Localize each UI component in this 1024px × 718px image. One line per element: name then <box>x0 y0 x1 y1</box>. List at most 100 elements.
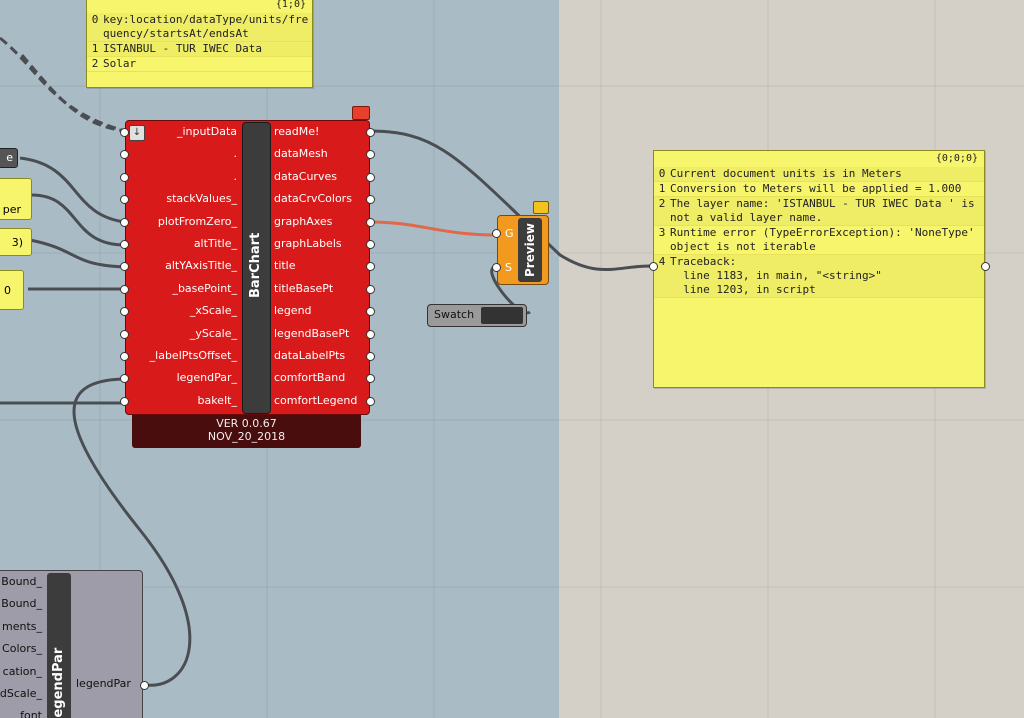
partial-label: per <box>2 203 21 216</box>
row-text: Traceback: line 1183, in main, "<string>… <box>670 255 882 296</box>
input-grip[interactable] <box>120 240 129 249</box>
output-grip[interactable] <box>366 172 375 182</box>
legendpar-input-label: dScale_ <box>0 687 42 700</box>
partial-component-per[interactable]: per <box>0 178 32 220</box>
input-grip[interactable] <box>120 352 129 361</box>
barchart-output-label: comfortBand <box>274 371 346 385</box>
row-text: ISTANBUL - TUR IWEC Data <box>103 42 262 55</box>
legendpar-input-label: cation_ <box>2 664 42 678</box>
barchart-output-label: legend <box>274 304 312 318</box>
legendpar-title: legendPar <box>51 647 66 718</box>
preview-flag-icon[interactable] <box>533 201 549 214</box>
row-index: 2 <box>658 197 666 210</box>
output-grip[interactable] <box>366 352 375 361</box>
output-grip[interactable] <box>140 681 149 690</box>
partial-component-e[interactable]: e <box>0 148 18 168</box>
input-grip[interactable] <box>120 329 129 339</box>
output-grip[interactable] <box>366 240 375 249</box>
legendpar-input-label: ments_ <box>2 619 42 633</box>
input-grip[interactable] <box>120 217 129 227</box>
legendpar-title-bar <box>47 573 71 718</box>
input-grip[interactable] <box>120 284 129 294</box>
barchart-output-label: titleBasePt <box>274 281 334 295</box>
wire-graphaxes <box>369 220 498 237</box>
barchart-input-label: _labelPtsOffset_ <box>149 349 237 362</box>
partial-component-paren[interactable]: 3) <box>0 228 32 256</box>
legendpar-input-label: Bound_ <box>1 575 42 588</box>
output-grip[interactable] <box>366 374 375 384</box>
list-item: 0 Current document units is in Meters <box>654 167 984 182</box>
input-grip[interactable] <box>492 263 501 272</box>
output-grip[interactable] <box>366 284 375 294</box>
input-grip[interactable] <box>120 262 129 272</box>
row-index: 1 <box>91 42 99 55</box>
output-grip[interactable] <box>366 150 375 160</box>
output-grip[interactable] <box>366 396 375 406</box>
barchart-input-label: _inputData <box>176 125 237 138</box>
barchart-input-label: plotFromZero_ <box>157 214 237 228</box>
input-grip[interactable] <box>492 229 501 238</box>
barchart-input-label: _yScale_ <box>189 326 237 340</box>
barchart-input-label: altYAxisTitle_ <box>165 259 237 273</box>
barchart-output-label: dataMesh <box>274 147 328 161</box>
row-index: 1 <box>658 182 666 195</box>
warning-icon[interactable] <box>352 106 370 120</box>
legendpar-input-label: Colors_ <box>2 642 42 656</box>
barchart-input-label: _xScale_ <box>189 304 237 318</box>
row-index: 3 <box>658 226 666 239</box>
input-grip[interactable] <box>120 150 129 160</box>
row-index: 2 <box>91 57 99 70</box>
legendpar-input-label: Bound_ <box>1 597 42 611</box>
input-grip[interactable] <box>120 172 129 182</box>
output-panel[interactable]: {0;0;0} 0 Current document units is in M… <box>649 150 990 388</box>
panel-output-grip[interactable] <box>981 262 990 271</box>
partial-component-zero[interactable]: 0 <box>0 270 24 310</box>
input-s-label: S <box>505 261 512 274</box>
row-index: 4 <box>658 255 666 268</box>
barchart-output-label: legendBasePt <box>274 326 350 340</box>
partial-label: 0 <box>4 284 11 297</box>
preview-title-bar <box>518 218 542 282</box>
partial-label: e <box>6 151 13 164</box>
swatch-label: Swatch <box>434 308 475 321</box>
barchart-title: BarChart <box>248 232 263 298</box>
output-grip[interactable] <box>366 217 375 227</box>
input-grip[interactable] <box>120 374 129 384</box>
barchart-output-label: readMe! <box>274 125 320 138</box>
row-index: 0 <box>91 13 99 26</box>
panel-input-grip[interactable] <box>649 262 658 271</box>
legendpar-component[interactable]: legendPar Bound_ Bound_ ments_ Colors_catio… <box>0 570 149 718</box>
panel-header: {0;0;0} <box>935 153 978 164</box>
row-text: Current document units is in Meters <box>670 167 902 180</box>
output-grip[interactable] <box>366 329 375 339</box>
list-item: 1 ISTANBUL - TUR IWEC Data <box>87 42 312 57</box>
barchart-component[interactable]: BarChart ↓ _inputData..stackValues_plotF… <box>120 106 375 415</box>
output-grip[interactable] <box>366 195 375 205</box>
preview-title: Preview <box>523 223 537 278</box>
barchart-input-label: stackValues_ <box>166 192 237 206</box>
barchart-output-label: dataCurves <box>274 169 337 183</box>
arrow-down-icon[interactable]: ↓ <box>129 125 145 141</box>
swatch-component[interactable]: Swatch <box>427 304 527 327</box>
data-panel[interactable]: {1;0} 0 key:location/dataType/units/freq… <box>86 0 313 88</box>
row-text: key:location/dataType/units/frequency/st… <box>103 13 309 40</box>
barchart-output-label: title <box>274 259 296 273</box>
barchart-output-label: dataCrvColors <box>274 192 352 206</box>
swatch-color[interactable] <box>481 307 523 324</box>
input-grip[interactable] <box>120 195 129 205</box>
input-grip[interactable] <box>120 396 129 406</box>
output-grip[interactable] <box>366 307 375 317</box>
barchart-input-label: bakeIt_ <box>197 393 237 407</box>
input-grip[interactable] <box>120 307 129 317</box>
legendpar-body <box>0 570 143 718</box>
input-grip[interactable] <box>120 128 129 137</box>
output-grip[interactable] <box>366 128 375 137</box>
preview-component[interactable]: Preview G S <box>492 201 549 285</box>
output-grip[interactable] <box>366 262 375 272</box>
partial-label: 3) <box>11 236 23 249</box>
barchart-input-label: legendPar_ <box>176 371 237 385</box>
barchart-output-label: graphAxes <box>274 214 333 228</box>
row-index: 0 <box>658 167 666 180</box>
date-label: NOV_20_2018 <box>207 430 286 443</box>
